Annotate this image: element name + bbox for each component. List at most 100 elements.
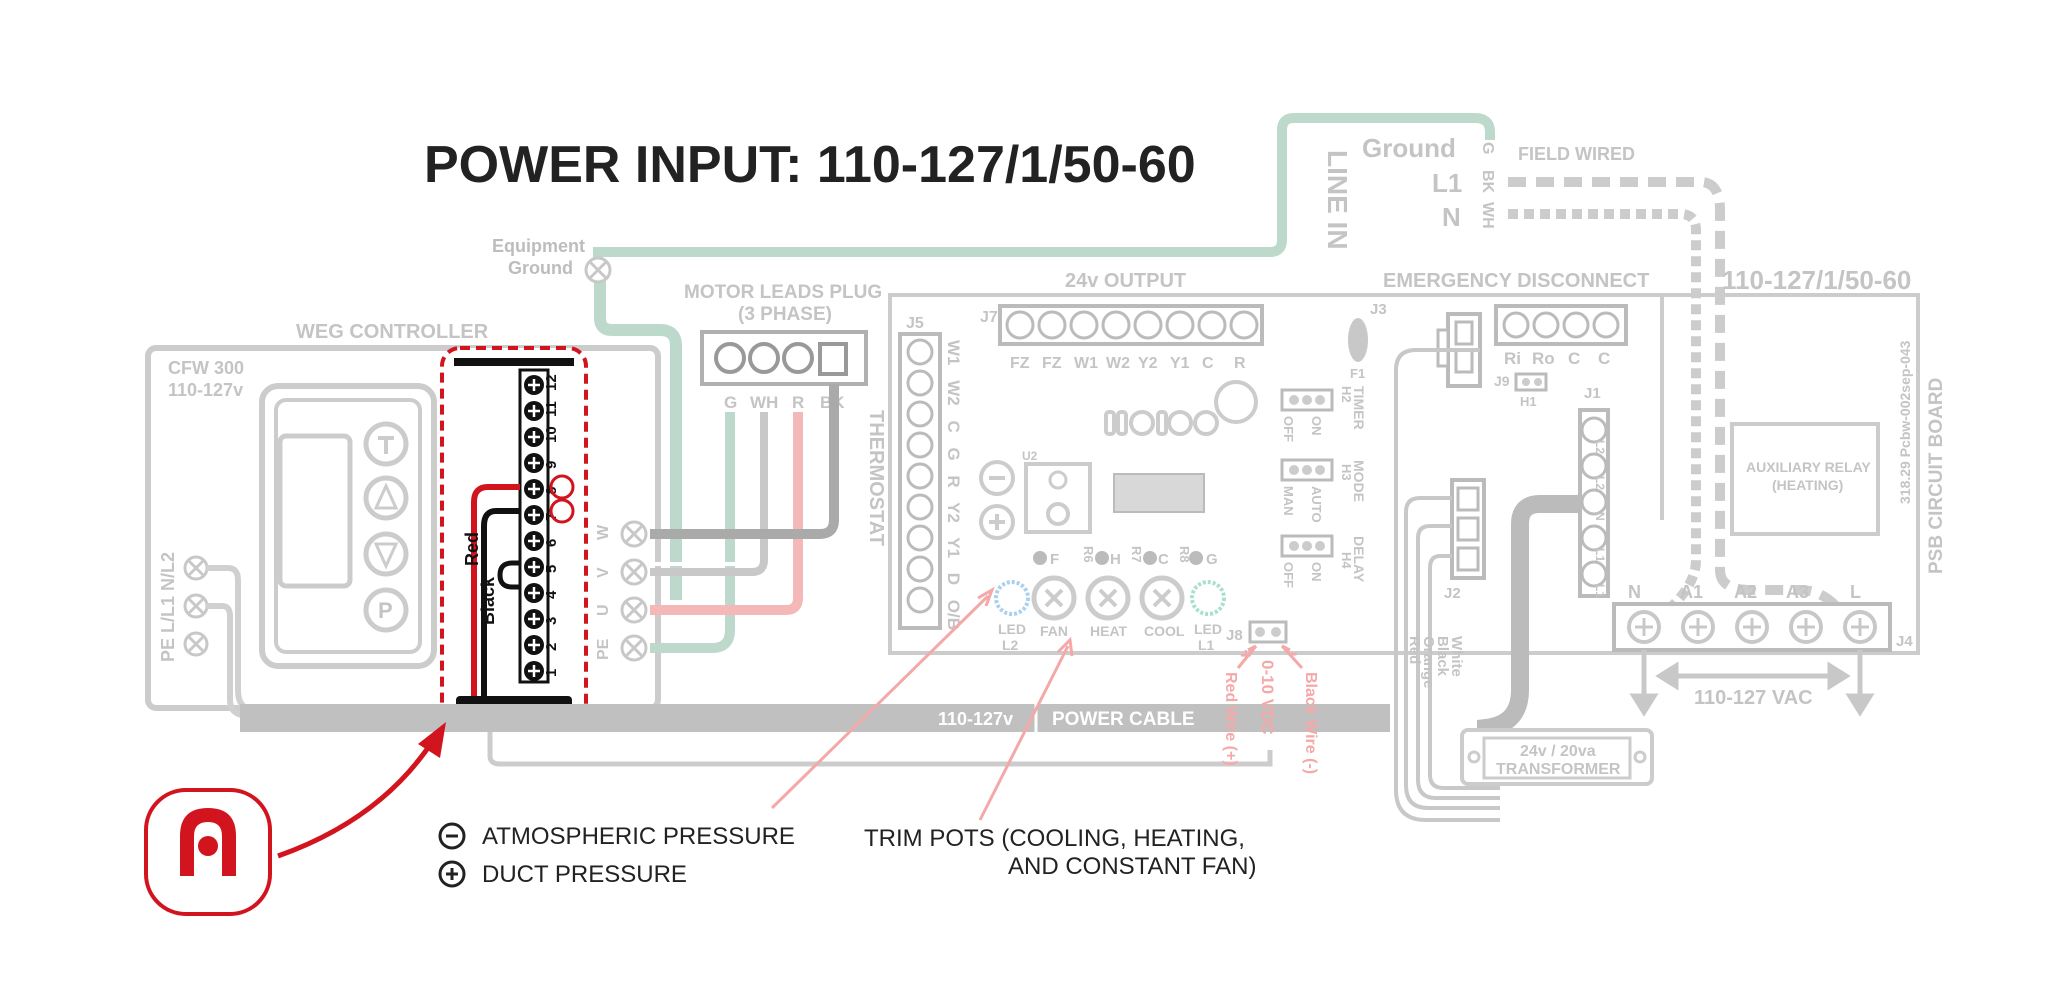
output-24v-label: 24v OUTPUT xyxy=(1065,270,1186,292)
terminal-screw-11 xyxy=(524,401,544,421)
bk-term-label: BK xyxy=(1479,170,1496,194)
pot-fan: FAN xyxy=(1040,623,1068,639)
pot-cool: COOL xyxy=(1144,623,1185,639)
status-dots xyxy=(1033,551,1203,565)
dot-f: F xyxy=(1050,551,1059,568)
power-cable xyxy=(240,704,1390,732)
r8-label: R8 xyxy=(1177,546,1192,563)
trim-pots-label-2: AND CONSTANT FAN) xyxy=(1008,853,1256,880)
terminal-number-5: 5 xyxy=(543,565,560,573)
motor-wire-g xyxy=(650,412,735,653)
j7-label: J7 xyxy=(980,309,998,326)
j7-pin-label-r: R xyxy=(1234,355,1246,372)
equipment-ground-label-1: Equipment xyxy=(492,236,585,256)
j4-label: J4 xyxy=(1896,633,1913,650)
callout-arrow xyxy=(277,740,435,859)
dot-c: C xyxy=(1158,551,1169,568)
j4-screw-a1 xyxy=(1681,610,1715,644)
h3-label: H3 xyxy=(1339,464,1354,481)
field-wired-label: FIELD WIRED xyxy=(1518,144,1635,164)
dot-h: H xyxy=(1110,551,1121,568)
j7-pin-label-c: C xyxy=(1202,355,1214,372)
j7-pins xyxy=(1005,310,1259,340)
line-in-label: LINE IN xyxy=(1322,150,1353,250)
weg-term-w: W xyxy=(595,524,612,540)
motor-wire-wh xyxy=(650,412,768,576)
pin-ro: Ro xyxy=(1532,349,1555,368)
pressure-port-plus-icon xyxy=(979,504,1015,540)
j7-pin-label-fz: FZ xyxy=(1042,355,1062,372)
terminal-screw-3 xyxy=(524,609,544,629)
j9-connector xyxy=(1514,372,1548,392)
board-voltage-label: 110-127/1/50-60 xyxy=(1722,265,1911,295)
terminal-screws xyxy=(524,375,544,681)
red-wire xyxy=(471,484,520,704)
trim-pots-label-1: TRIM POTS (COOLING, HEATING, xyxy=(864,825,1245,852)
j4-screws xyxy=(1627,610,1877,644)
aux-relay xyxy=(1730,422,1880,536)
j7-pin xyxy=(1005,310,1035,340)
up-arrow-icon xyxy=(363,475,409,521)
svg-text:L1: L1 xyxy=(1593,584,1607,598)
terminal-number-12: 12 xyxy=(543,374,560,391)
j1-pin-l1: L1 xyxy=(1580,560,1608,598)
equipment-ground-screw-icon xyxy=(584,256,612,284)
j5-pin xyxy=(906,338,934,366)
duct-pressure-label: DUCT PRESSURE xyxy=(482,861,687,888)
j2-wire-black: Black xyxy=(1434,636,1451,677)
j1-pin-n: N xyxy=(1580,488,1608,521)
j7-pin xyxy=(1069,310,1099,340)
terminal-screw-12 xyxy=(524,375,544,395)
weg-term-v: V xyxy=(595,567,612,578)
terminal-screw-8 xyxy=(524,479,544,499)
terminal-screw-10 xyxy=(524,427,544,447)
j7-pin-label-w1: W1 xyxy=(1074,355,1098,372)
field-wire-n xyxy=(1508,209,1701,644)
u2-sensor xyxy=(1024,462,1092,534)
motor-plug-label-2: (3 PHASE) xyxy=(738,304,832,325)
j4-pin-a2: A2 xyxy=(1734,582,1757,602)
j5-pin-labels: W1 W2 C G R Y2 Y1 D O/B xyxy=(944,340,963,630)
j7-pin-label-w2: W2 xyxy=(1106,355,1130,372)
plus-icon xyxy=(438,860,466,888)
svg-text:L1: L1 xyxy=(1593,548,1607,562)
ground-label: Ground xyxy=(1362,133,1456,163)
terminal-screw-2 xyxy=(524,635,544,655)
trim-pot-pointer-arrow xyxy=(978,645,1070,821)
motor-pin-r: R xyxy=(792,393,804,412)
j2-wires xyxy=(1394,348,1500,822)
equipment-ground-label-2: Ground xyxy=(508,258,573,278)
terminal-screw-9 xyxy=(524,453,544,473)
brand-logo xyxy=(144,788,272,916)
wh-term-label: WH xyxy=(1479,202,1496,229)
transformer xyxy=(1460,728,1654,786)
j8-plus: + xyxy=(1240,645,1252,667)
weg-term-pe: PE xyxy=(595,638,612,660)
j5-pins xyxy=(906,338,934,614)
pressure-port-minus-icon xyxy=(979,460,1015,496)
capacitor-row xyxy=(1104,380,1258,436)
j4-screw-a2 xyxy=(1735,610,1769,644)
ri-ro-pins xyxy=(1502,311,1620,339)
j5-pin xyxy=(906,431,934,459)
terminal-8-highlight xyxy=(549,474,575,500)
j8-label: J8 xyxy=(1226,627,1243,644)
terminal-screw-7 xyxy=(524,505,544,525)
pin-ri: Ri xyxy=(1504,349,1521,368)
vdc-label: 0-10 VDC xyxy=(1258,660,1277,735)
u2-label: U2 xyxy=(1022,449,1038,463)
j5-pin xyxy=(906,400,934,428)
r7-label: R7 xyxy=(1129,546,1144,563)
trim-pots xyxy=(994,575,1226,621)
j7-pin-label-y2: Y2 xyxy=(1138,355,1158,372)
ic-chip xyxy=(1113,473,1205,513)
ground-wire xyxy=(594,272,682,600)
g-term-label: G xyxy=(1479,142,1496,154)
power-button-icon xyxy=(363,421,409,467)
terminal-screw-5 xyxy=(524,557,544,577)
h1-label: H1 xyxy=(1520,394,1537,409)
atmospheric-pressure-label: ATMOSPHERIC PRESSURE xyxy=(482,823,795,850)
thermostat-label: THERMOSTAT xyxy=(865,410,887,546)
aux-relay-label-2: (HEATING) xyxy=(1772,477,1843,493)
n-label: N xyxy=(1442,202,1461,232)
